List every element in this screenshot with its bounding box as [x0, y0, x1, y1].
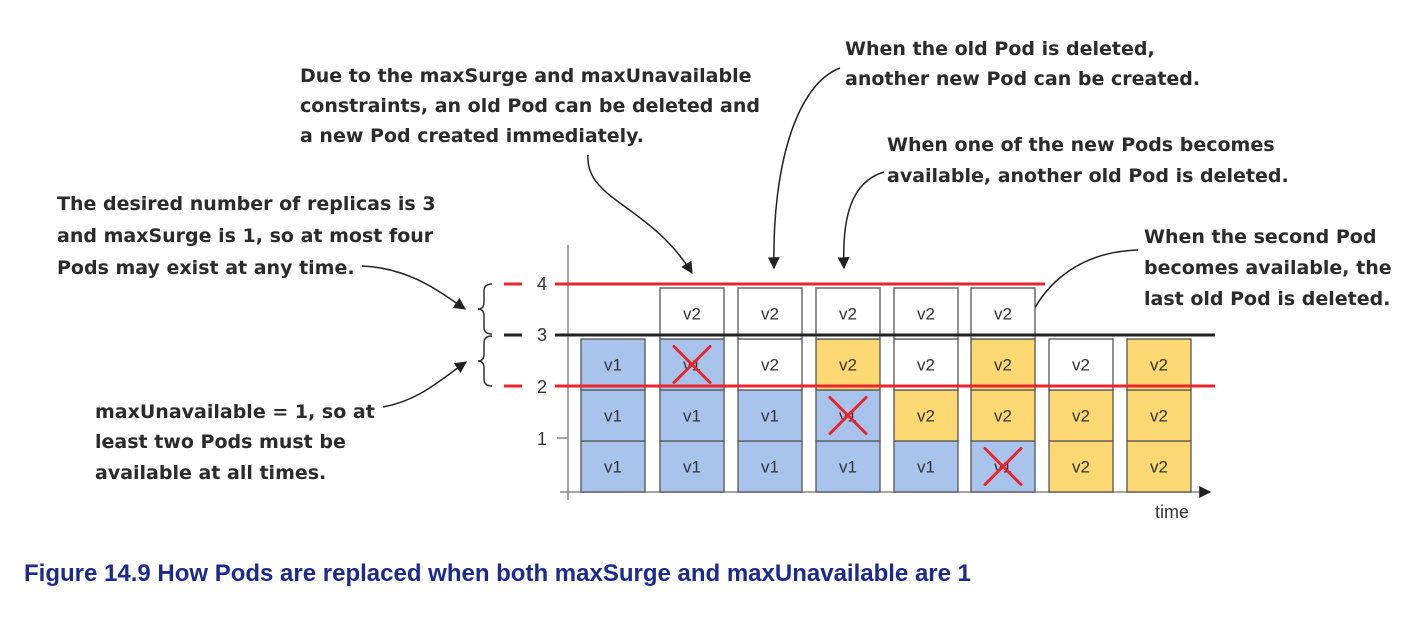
pod-version-label: v2 [994, 305, 1012, 324]
annotation-new-available-line-2: available, another old Pod is deleted. [887, 165, 1289, 187]
pod-version-label: v2 [917, 305, 935, 324]
pod-version-label: v1 [839, 458, 857, 477]
annotation-replicas-line-1: The desired number of replicas is 3 [57, 193, 436, 215]
annotation-old-deleted-line-2: another new Pod can be created. [845, 68, 1200, 90]
pod-cell [1048, 338, 1114, 391]
annotation-immediate-line-1: Due to the maxSurge and maxUnavailable [300, 65, 751, 87]
pod-cell [970, 287, 1036, 340]
pod-cell [815, 338, 881, 391]
pod-version-label: v2 [1072, 458, 1090, 477]
pod-version-label: v2 [917, 356, 935, 375]
pod-version-label: v1 [683, 458, 701, 477]
pod-cell [815, 440, 881, 493]
annotation-immediate-line-2: constraints, an old Pod can be deleted a… [300, 95, 760, 117]
pod-deleted-x-icon [828, 396, 868, 435]
pod-cell [893, 287, 959, 340]
pod-cell [1048, 389, 1114, 442]
annotation-replicas-line-3: Pods may exist at any time. [57, 257, 355, 279]
pod-version-label: v2 [917, 407, 935, 426]
annotation-second-pod-line-2: becomes available, the [1144, 257, 1392, 279]
callout-arrow-old-deleted [767, 67, 841, 270]
annotation-old-deleted-line-1: When the old Pod is deleted, [845, 38, 1155, 60]
pod-version-label: v2 [761, 356, 779, 375]
callout-arrow-immediate [587, 154, 693, 275]
callout-arrow-replicas [361, 265, 466, 310]
pod-version-label: v1 [761, 458, 779, 477]
pod-version-label: v2 [761, 305, 779, 324]
callout-arrow-new-available [837, 171, 885, 270]
annotation-second-pod-line-1: When the second Pod [1144, 226, 1376, 248]
pod-cell [893, 338, 959, 391]
pod-version-label: v2 [994, 356, 1012, 375]
annotation-unavailable-line-1: maxUnavailable = 1, so at [95, 401, 375, 423]
pod-version-label: v2 [994, 407, 1012, 426]
pod-version-label: v2 [1150, 356, 1168, 375]
pod-cell [815, 287, 881, 340]
pod-version-label: v2 [1150, 407, 1168, 426]
pod-cell [580, 338, 646, 391]
brace-surge [477, 283, 493, 335]
annotation-second-pod-line-3: last old Pod is deleted. [1144, 288, 1390, 310]
figure-caption: Figure 14.9 How Pods are replaced when b… [24, 560, 971, 587]
y-tick-label: 2 [537, 377, 547, 397]
pod-version-label: v1 [683, 407, 701, 426]
pod-cell [737, 287, 803, 340]
brace-unavailable [477, 335, 493, 387]
pod-cell [659, 389, 725, 442]
pod-version-label: v2 [839, 356, 857, 375]
pod-deleted-x-icon [983, 447, 1023, 486]
pod-cell [1126, 389, 1192, 442]
pod-version-label: v2 [1150, 458, 1168, 477]
pod-version-label: v2 [683, 305, 701, 324]
pod-cell [580, 440, 646, 493]
pod-cell [1048, 440, 1114, 493]
annotation-immediate-line-3: a new Pod created immediately. [300, 125, 644, 147]
pod-cell [659, 287, 725, 340]
pod-deleted-x-icon [672, 345, 712, 384]
callout-arrow-second-pod [1015, 249, 1139, 354]
pod-version-label: v2 [1072, 407, 1090, 426]
annotation-unavailable-line-3: available at all times. [95, 462, 326, 484]
annotation-unavailable-line-2: least two Pods must be [95, 431, 346, 453]
pod-version-label: v1 [604, 458, 622, 477]
pod-version-label: v2 [839, 305, 857, 324]
callout-arrow-unavailable [382, 361, 467, 408]
rolling-update-diagram: The desired number of replicas is 3 and … [57, 38, 1392, 522]
pod-version-label: v1 [761, 407, 779, 426]
annotation-replicas-line-2: and maxSurge is 1, so at most four [57, 225, 434, 247]
y-tick-label: 1 [537, 429, 547, 449]
x-axis-label: time [1155, 502, 1189, 522]
pod-cell [659, 440, 725, 493]
pod-cell [1126, 440, 1192, 493]
y-tick-label: 3 [537, 325, 547, 345]
pod-version-label: v2 [1072, 356, 1090, 375]
pod-version-label: v1 [604, 356, 622, 375]
y-tick-label: 4 [537, 274, 547, 294]
pod-cell [1126, 338, 1192, 391]
annotation-new-available-line-1: When one of the new Pods becomes [887, 134, 1275, 156]
pod-version-label: v1 [604, 407, 622, 426]
pod-version-label: v1 [917, 458, 935, 477]
